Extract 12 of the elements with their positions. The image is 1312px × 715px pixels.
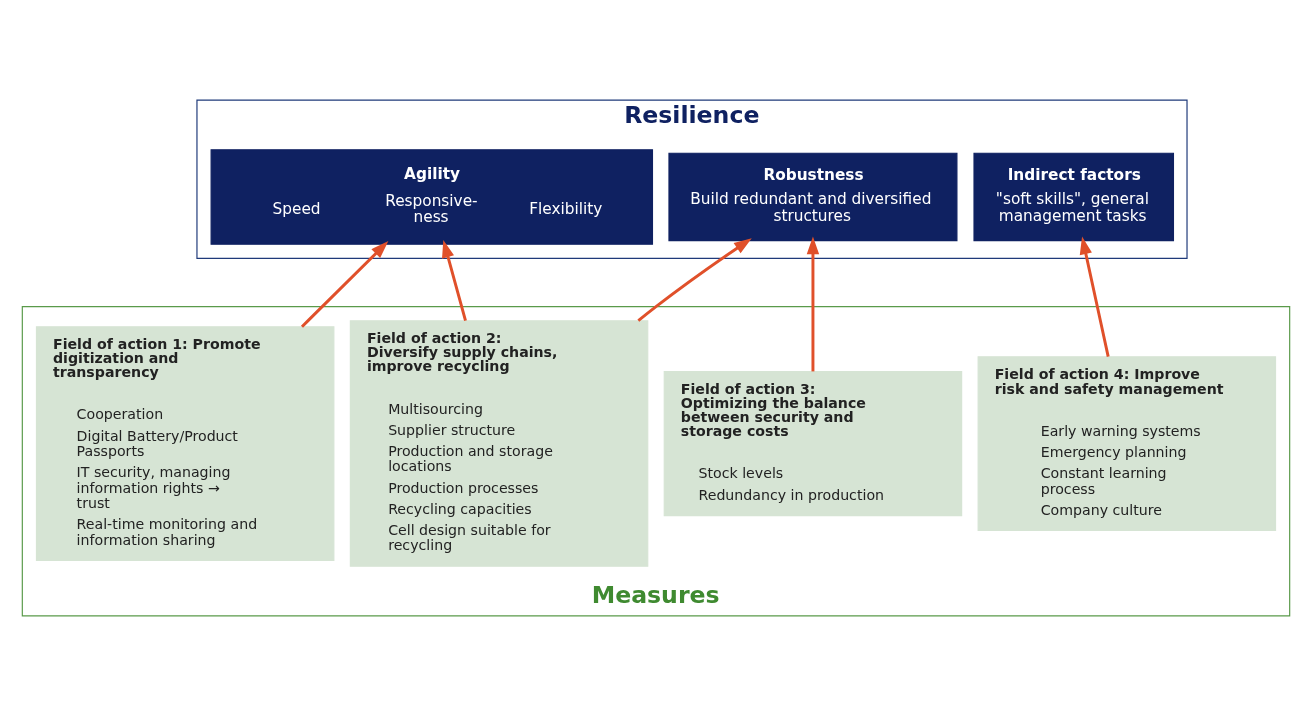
arrow	[806, 235, 820, 371]
arrow	[442, 239, 467, 321]
arrow	[300, 240, 389, 328]
node-box: Field of action 2: Diversify supply chains, improve recycling Multisourcing Supplier structure Production and storage locations Production processes Recycling capacities Cell design suitable for recycling	[349, 319, 649, 567]
node-box: Field of action 1: Promote digitization and transparency Cooperation Digital Battery/Product Passports IT security, managing information rights → trust Real-time monitoring and information sharing	[35, 325, 335, 561]
node-box: Indirect factors "soft skills", general management tasks	[973, 152, 1175, 241]
node-box: Agility Speed Responsive- ness Flexibility	[210, 148, 654, 245]
node-box: Robustness Build redundant and diversified structures	[668, 152, 958, 241]
arrow	[637, 237, 752, 322]
node-box: Field of action 4: Improve risk and safety management Early warning systems Emergency planning Constant learning process Company culture	[977, 355, 1277, 531]
node-box: Field of action 3: Optimizing the balance between security and storage costs Stock levels Redundancy in production	[663, 370, 963, 516]
arrow	[1079, 235, 1110, 357]
